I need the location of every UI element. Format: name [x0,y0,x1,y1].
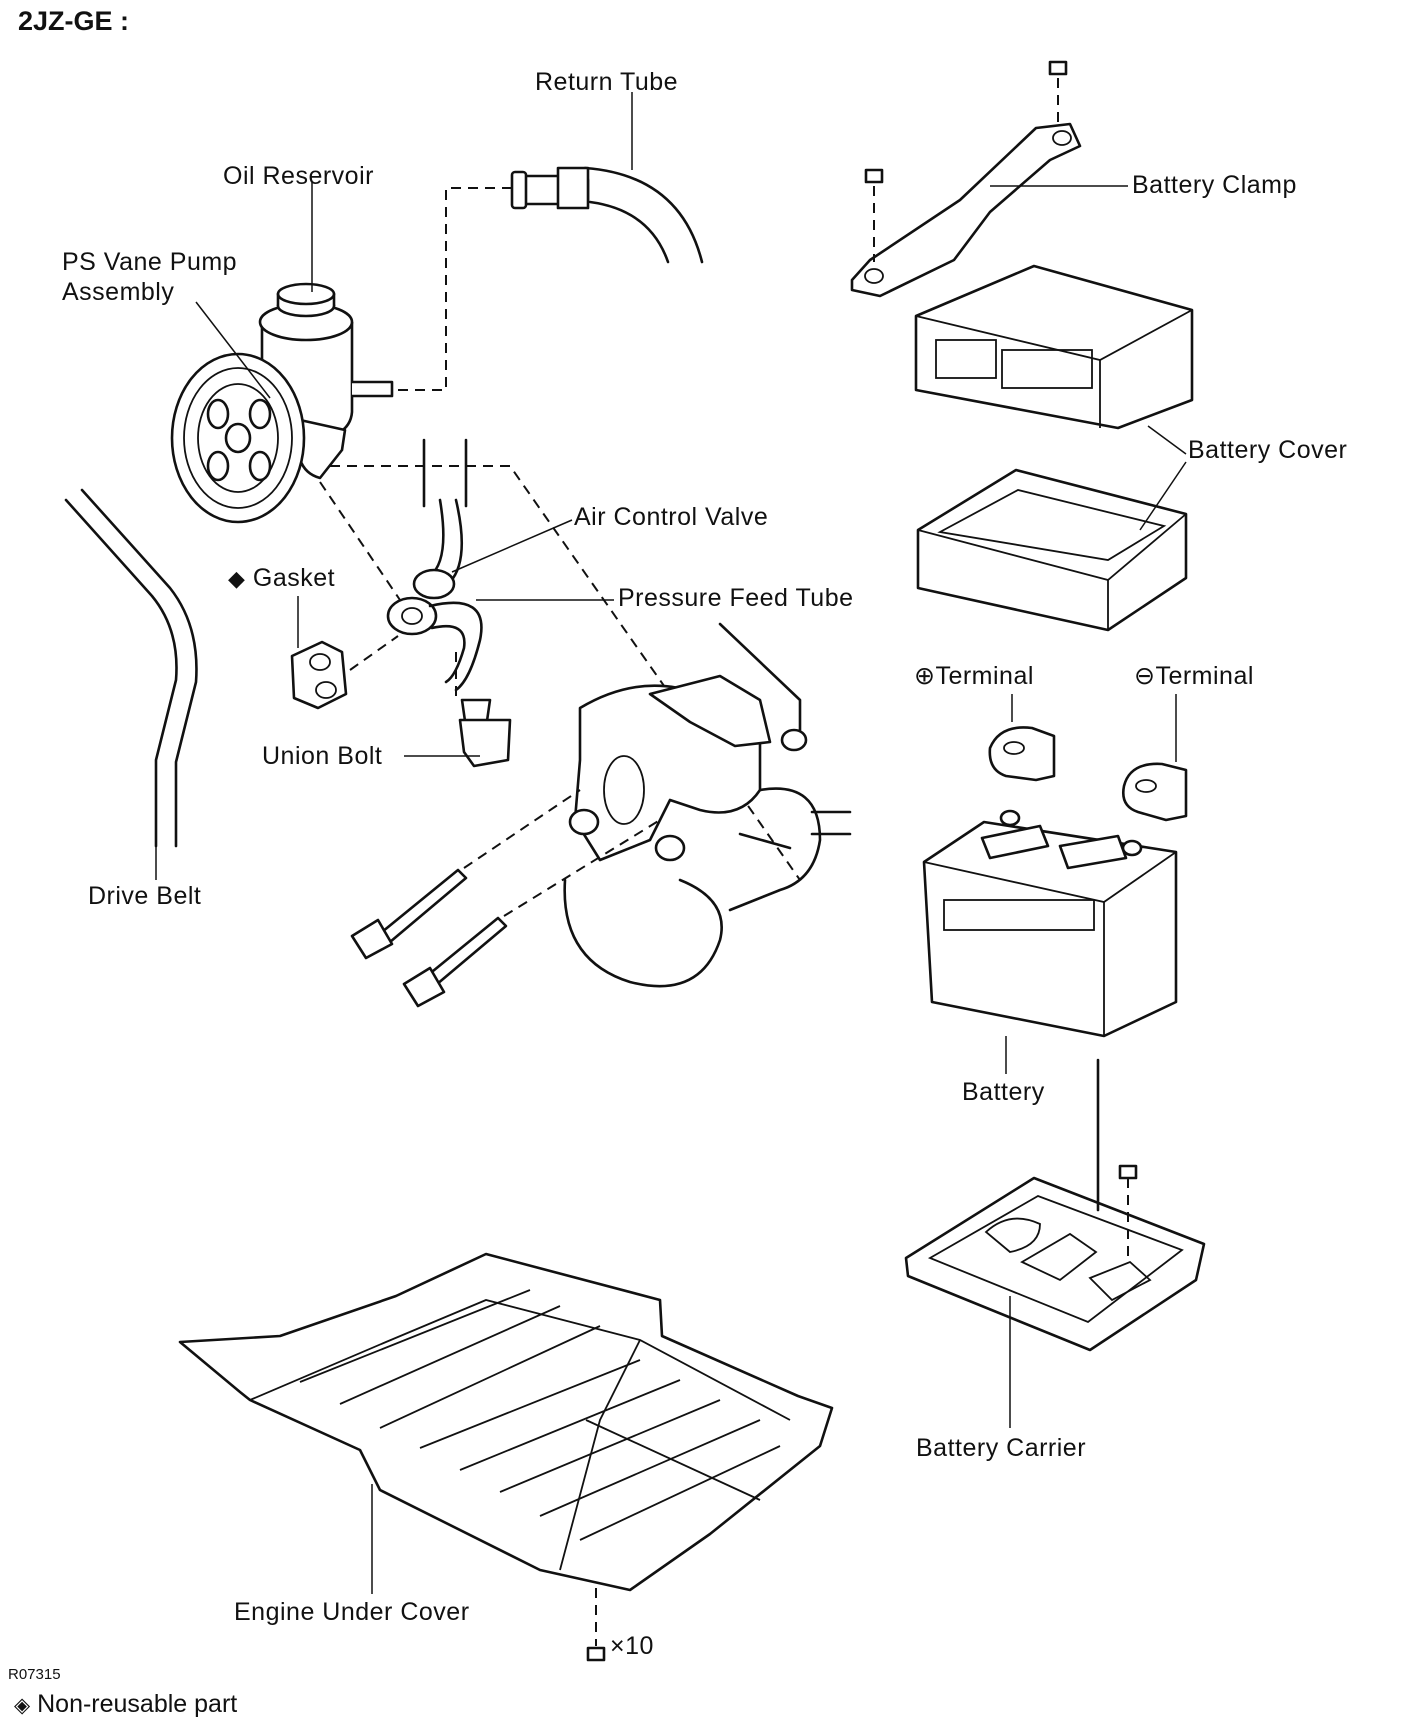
drive-belt [64,488,198,880]
label-pressure-feed-tube: Pressure Feed Tube [618,584,854,612]
label-battery-clamp: Battery Clamp [1132,171,1297,199]
legend-text: Non-reusable part [37,1690,238,1718]
terminal-covers [988,694,1188,822]
return-tube [510,92,704,264]
engine-under-cover [178,1252,834,1662]
label-return-tube: Return Tube [535,68,679,96]
label-plus-terminal-text: Terminal [935,662,1034,690]
label-air-control-valve: Air Control Valve [574,503,769,531]
engine-bracket [563,622,852,988]
air-control-valve [386,438,614,692]
label-oil-reservoir: Oil Reservoir [223,162,374,190]
label-battery-carrier: Battery Carrier [916,1434,1087,1462]
bracket-bolts [350,868,508,1008]
battery-cover-upper [914,264,1194,455]
figure-code: R07315 [8,1666,61,1683]
black-diamond-icon: ◈ [14,1694,31,1717]
black-diamond-icon: ◆ [228,566,246,591]
label-battery-cover: Battery Cover [1188,436,1348,464]
label-gasket-text: Gasket [252,564,336,592]
page-title: 2JZ-GE : [18,6,130,36]
label-minus-terminal-text: Terminal [1155,662,1254,690]
label-plus-terminal: ⊕Terminal [914,662,1034,690]
union-bolt [404,698,512,768]
label-battery: Battery [962,1078,1045,1106]
label-minus-terminal: ⊖Terminal [1134,662,1254,690]
plus-circle-icon: ⊕ [914,662,936,690]
label-union-bolt: Union Bolt [262,742,383,770]
legend: ◈ Non-reusable part [14,1690,237,1719]
label-bolt-count: ×10 [610,1632,654,1660]
label-ps-vane-pump-assembly: Assembly [62,278,175,306]
ps-vane-pump [170,182,394,524]
label-ps-vane-pump: PS Vane Pump [62,248,238,276]
gasket [290,596,348,710]
minus-circle-icon: ⊖ [1134,662,1156,690]
battery-clamp [850,60,1128,298]
label-engine-under-cover: Engine Under Cover [234,1598,470,1626]
label-drive-belt: Drive Belt [88,882,202,910]
battery [922,809,1178,1074]
battery-cover-lower [916,461,1188,632]
label-gasket: ◆ Gasket [228,564,335,593]
battery-carrier [904,1058,1206,1428]
